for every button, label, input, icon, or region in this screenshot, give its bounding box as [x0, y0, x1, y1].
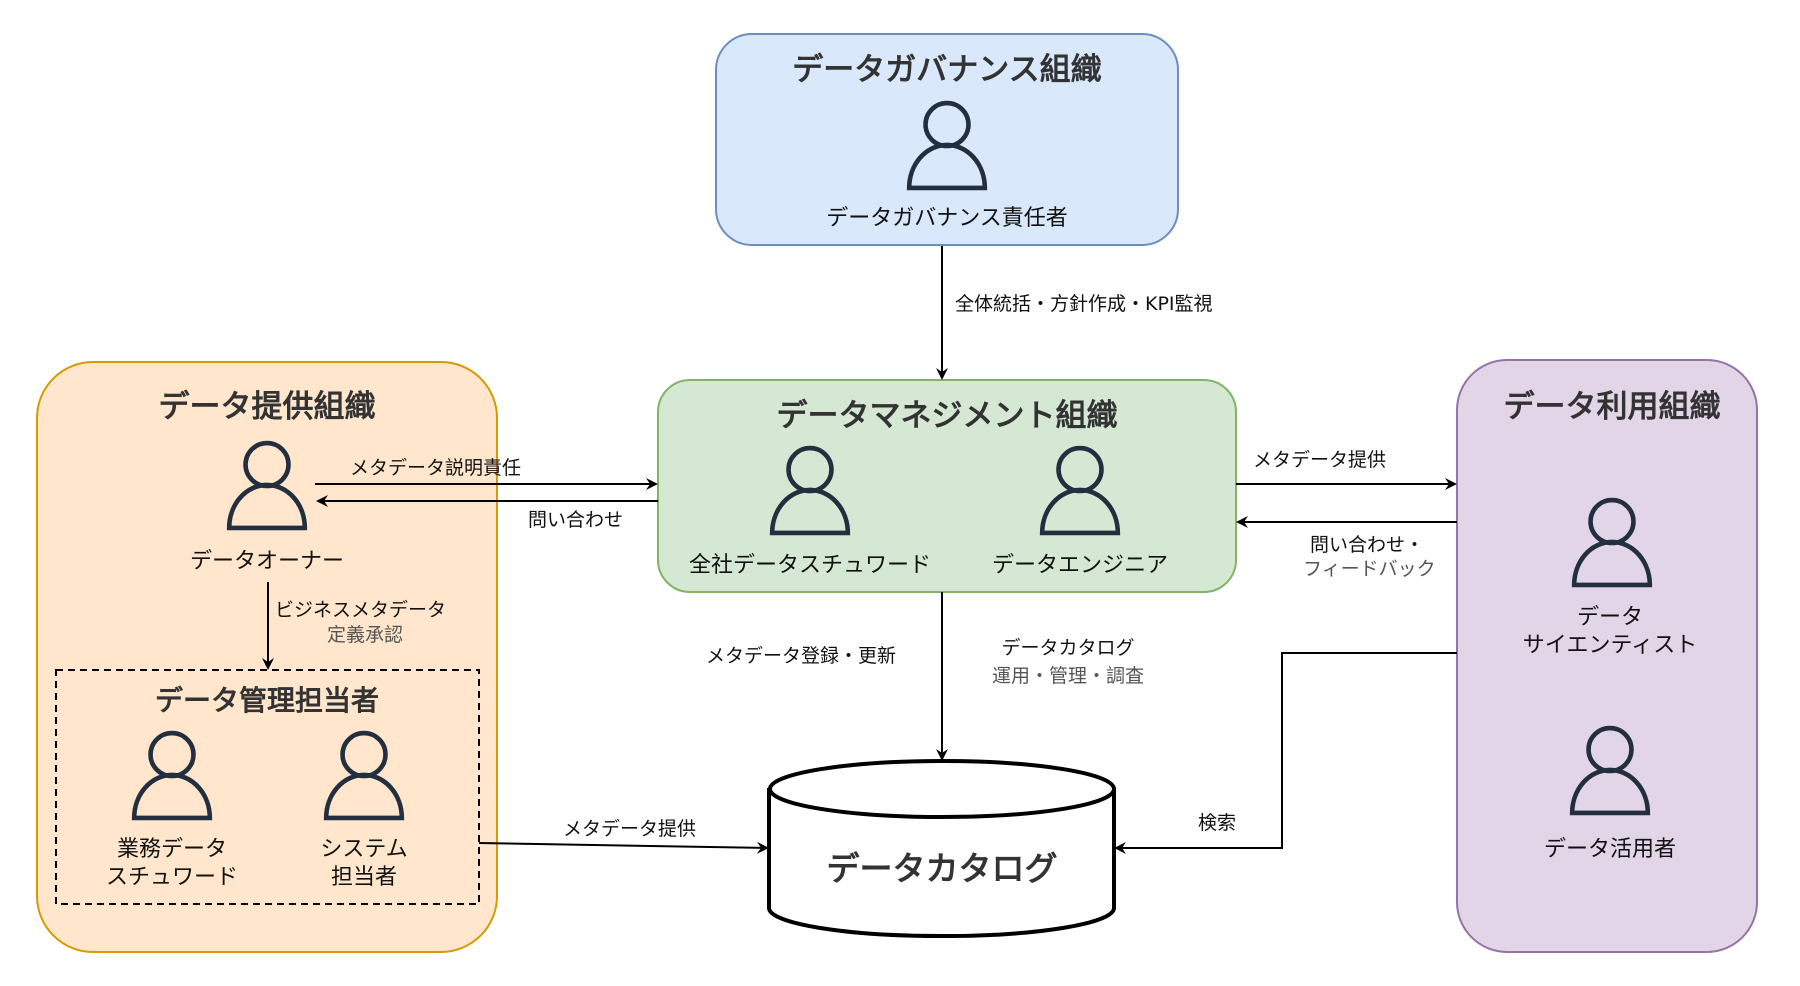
edge-stewards-to-catalog[interactable]: メタデータ提供	[478, 818, 769, 854]
edge-label: 問い合わせ	[528, 509, 623, 531]
edge-consumer-to-catalog[interactable]: 検索	[1114, 652, 1457, 854]
role-business-steward-line2: スチュワード	[106, 865, 238, 890]
edge-label: 全体統括・方針作成・KPI監視	[955, 293, 1213, 315]
role-data-owner: データオーナー	[190, 549, 344, 574]
data-catalog-store[interactable]: データカタログ	[767, 759, 1116, 939]
management-org[interactable]: データマネジメント組織 全社データスチュワード データエンジニア	[657, 379, 1237, 593]
consumer-org[interactable]: データ利用組織 データ サイエンティスト データ活用者	[1456, 359, 1758, 953]
role-system-admin-line2: 担当者	[331, 865, 397, 890]
edge-label: メタデータ提供	[1253, 449, 1386, 471]
role-governance-lead: データガバナンス責任者	[826, 206, 1068, 231]
edge-label: メタデータ提供	[563, 818, 696, 840]
role-data-scientist-line1: データ	[1577, 605, 1643, 630]
edge-label-right-line1: データカタログ	[1001, 637, 1134, 659]
governance-org[interactable]: データガバナンス組織 データガバナンス責任者	[715, 33, 1179, 246]
edge-label: メタデータ説明責任	[350, 457, 521, 479]
edge-management-to-consumer[interactable]: メタデータ提供	[1236, 449, 1457, 490]
management-org-title: データマネジメント組織	[777, 398, 1118, 434]
edge-label-right-line2: 運用・管理・調査	[992, 665, 1144, 687]
edge-label-line1: 問い合わせ・	[1310, 534, 1424, 556]
provider-org-title: データ提供組織	[159, 389, 376, 425]
role-data-scientist-line2: サイエンティスト	[1523, 633, 1697, 658]
edge-management-to-catalog[interactable]: メタデータ登録・更新 データカタログ 運用・管理・調査	[706, 592, 1144, 761]
edge-label-line2: 定義承認	[327, 624, 403, 646]
edge-label-line1: ビジネスメタデータ	[275, 599, 446, 621]
governance-org-title: データガバナンス組織	[792, 52, 1101, 88]
data-catalog-label: データカタログ	[827, 849, 1058, 888]
consumer-org-title: データ利用組織	[1504, 389, 1721, 425]
edge-management-to-owner[interactable]: 問い合わせ	[316, 495, 658, 531]
data-admin-group[interactable]: データ管理担当者 業務データ スチュワード システム 担当者	[55, 669, 480, 905]
edge-consumer-to-management[interactable]: 問い合わせ・ フィードバック	[1236, 516, 1457, 580]
data-admin-group-title: データ管理担当者	[155, 684, 379, 717]
edge-label: 検索	[1198, 812, 1236, 834]
edge-label-line2: フィードバック	[1303, 558, 1436, 580]
role-data-engineer: データエンジニア	[992, 553, 1168, 578]
edge-owner-to-management[interactable]: メタデータ説明責任	[315, 457, 658, 490]
role-system-admin-line1: システム	[320, 837, 407, 862]
role-enterprise-steward: 全社データスチュワード	[689, 553, 931, 578]
role-business-steward-line1: 業務データ	[117, 837, 227, 862]
edge-governance-to-management[interactable]: 全体統括・方針作成・KPI監視	[936, 246, 1213, 380]
edge-owner-to-stewards[interactable]: ビジネスメタデータ 定義承認	[262, 582, 446, 670]
role-data-user: データ活用者	[1544, 837, 1676, 862]
edge-label-left: メタデータ登録・更新	[706, 645, 896, 667]
